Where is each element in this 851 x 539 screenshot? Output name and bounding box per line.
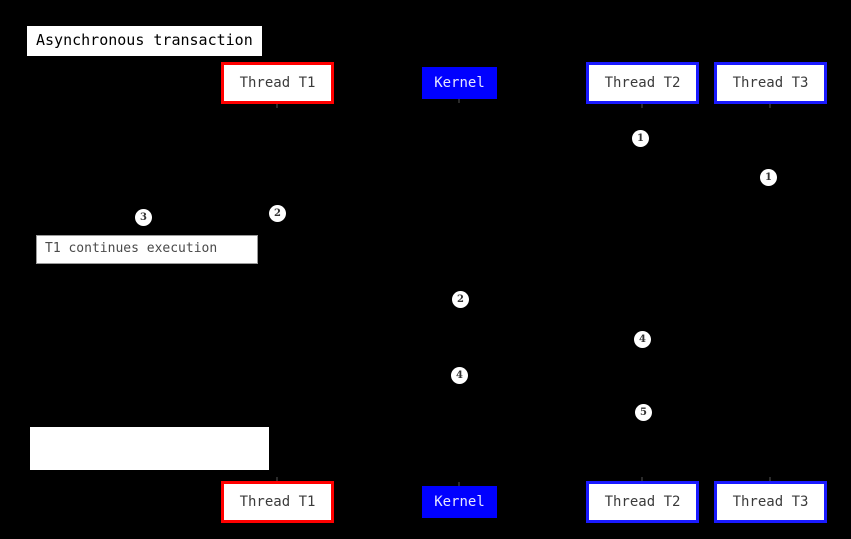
lifeline-t1-stub-bottom — [276, 477, 278, 481]
lifeline-t1 — [277, 104, 278, 481]
participant-t3-top-label: Thread T3 — [732, 75, 809, 91]
participant-t2-bottom-label: Thread T2 — [604, 494, 681, 510]
lifeline-kernel-stub-top — [458, 99, 460, 103]
step-badge-1-t3: 1 — [760, 169, 777, 186]
participant-kernel-top[interactable]: Kernel — [422, 67, 497, 99]
participant-t3-top[interactable]: Thread T3 — [714, 62, 827, 104]
participant-t2-bottom[interactable]: Thread T2 — [586, 481, 699, 523]
participant-t1-bottom[interactable]: Thread T1 — [221, 481, 334, 523]
lifeline-t2-stub-top — [641, 104, 643, 108]
note-blank-bottom-left — [30, 427, 269, 470]
lifeline-kernel-stub-bottom — [458, 482, 460, 486]
participant-t1-bottom-label: Thread T1 — [239, 494, 316, 510]
lifeline-t2-stub-bottom — [641, 477, 643, 481]
note-t1-continues-execution-text: T1 continues execution — [45, 241, 218, 256]
step-badge-1-t2: 1 — [632, 130, 649, 147]
participant-t2-top[interactable]: Thread T2 — [586, 62, 699, 104]
participant-kernel-top-label: Kernel — [434, 75, 485, 91]
lifeline-t3 — [770, 104, 771, 481]
participant-t2-top-label: Thread T2 — [604, 75, 681, 91]
participant-kernel-bottom[interactable]: Kernel — [422, 486, 497, 518]
diagram-title: Asynchronous transaction — [27, 26, 262, 56]
step-badge-2-kernel: 2 — [452, 291, 469, 308]
lifeline-t1-stub-top — [276, 104, 278, 108]
step-badge-3-t1: 3 — [135, 209, 152, 226]
note-t1-continues-execution: T1 continues execution — [36, 235, 258, 264]
step-badge-5-t2: 5 — [635, 404, 652, 421]
step-badge-4-t2: 4 — [634, 331, 651, 348]
lifeline-t3-stub-top — [769, 104, 771, 108]
participant-t1-top-label: Thread T1 — [239, 75, 316, 91]
participant-t3-bottom[interactable]: Thread T3 — [714, 481, 827, 523]
step-badge-4-kernel: 4 — [451, 367, 468, 384]
lifeline-t2 — [642, 104, 643, 481]
participant-t3-bottom-label: Thread T3 — [732, 494, 809, 510]
step-badge-2-t1: 2 — [269, 205, 286, 222]
lifeline-t3-stub-bottom — [769, 477, 771, 481]
participant-t1-top[interactable]: Thread T1 — [221, 62, 334, 104]
participant-kernel-bottom-label: Kernel — [434, 494, 485, 510]
